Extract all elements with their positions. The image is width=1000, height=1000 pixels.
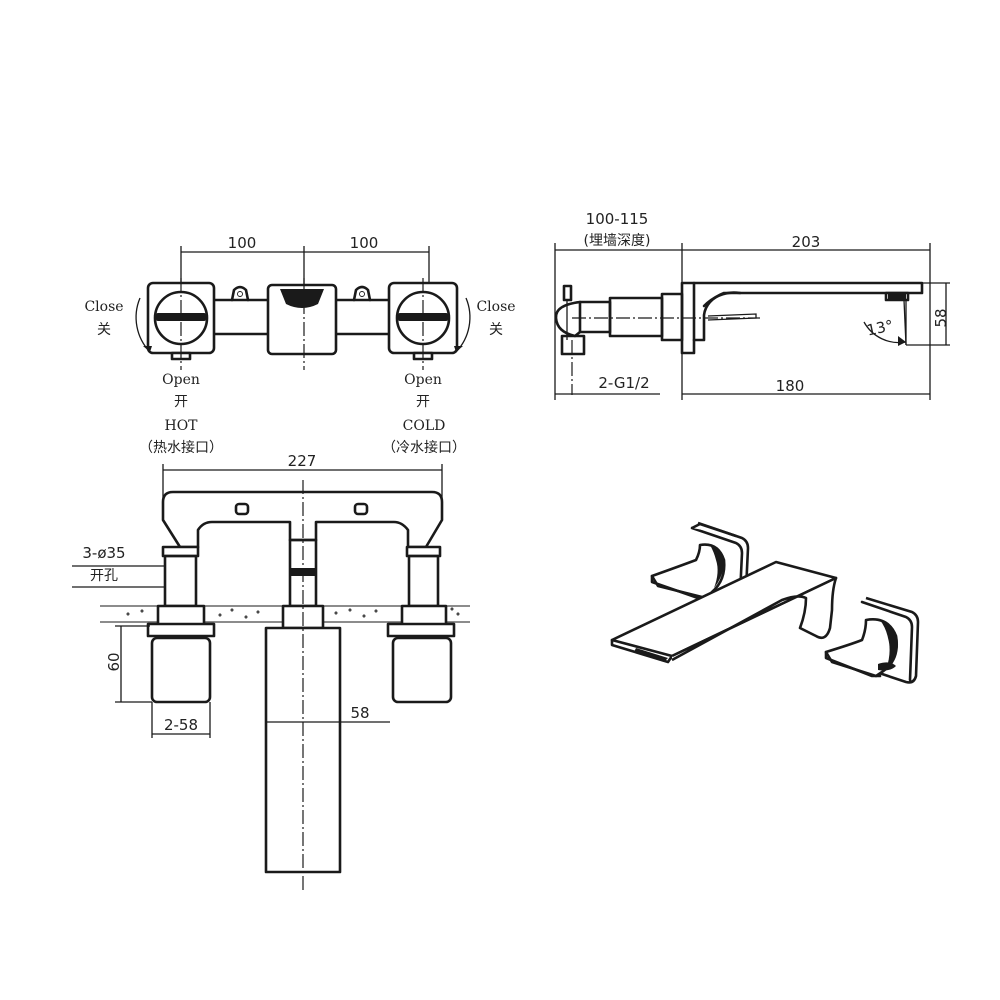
- thread-label: 2-G1/2: [598, 374, 649, 392]
- wall-depth-cn: (埋墙深度): [584, 233, 651, 249]
- spout-outlet-box: [266, 283, 338, 356]
- cold-cn: （冷水接口）: [382, 439, 466, 456]
- width-227-dim: 227: [288, 452, 317, 470]
- holes-label: 3-ø35: [82, 544, 125, 562]
- hot-cn: （热水接口）: [139, 439, 223, 456]
- dim-right-100: 100: [350, 234, 379, 252]
- isometric-view: [610, 521, 920, 684]
- dim-left-100: 100: [228, 234, 257, 252]
- length-203-dim: 203: [792, 233, 821, 251]
- right-close-cn: 关: [489, 322, 503, 338]
- hot-label: HOT: [164, 418, 198, 434]
- holes-cn: 开孔: [90, 568, 118, 584]
- right-open-cn: 开: [416, 394, 430, 410]
- left-open-cn: 开: [174, 394, 188, 410]
- right-open-label: Open: [404, 372, 442, 388]
- wall-depth-dim: 100-115: [586, 210, 649, 228]
- front-view: 227 3-ø35: [72, 452, 470, 890]
- right-close-label: Close: [476, 299, 515, 315]
- height-60-dim: 60: [105, 652, 123, 671]
- spout-width-dim: 58: [350, 704, 369, 722]
- side-view: 100-115 (埋墙深度) 203 13° 58: [554, 210, 950, 400]
- left-close-cn: 关: [97, 322, 111, 338]
- angle-13-label: 13°: [865, 316, 895, 339]
- left-close-label: Close: [84, 299, 123, 315]
- wall-hatch: [126, 607, 460, 619]
- handle-width-dim: 2-58: [164, 716, 198, 734]
- length-180-dim: 180: [776, 377, 805, 395]
- height-58-dim: 58: [932, 308, 950, 327]
- cold-label: COLD: [403, 418, 446, 434]
- left-open-label: Open: [162, 372, 200, 388]
- top-view: 100 100 Close 关 Close 关 Open: [84, 234, 515, 456]
